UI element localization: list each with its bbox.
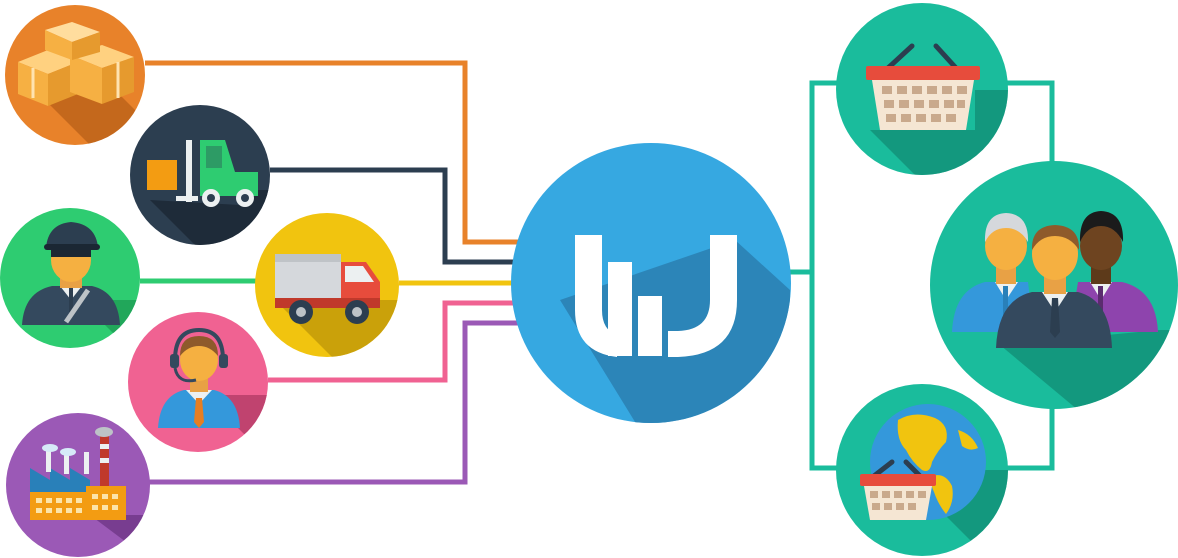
connector-factory bbox=[148, 320, 520, 485]
node-factory bbox=[6, 413, 150, 557]
business-people-group-icon bbox=[952, 211, 1158, 348]
factory-icon bbox=[30, 427, 126, 520]
connectors bbox=[140, 60, 1055, 485]
connector-forklift bbox=[270, 167, 520, 265]
security-officer-icon bbox=[22, 222, 120, 325]
delivery-truck-icon bbox=[275, 254, 380, 324]
cardboard-boxes-icon bbox=[18, 22, 134, 106]
global-shopping-basket-icon bbox=[860, 404, 986, 520]
hub-node bbox=[511, 143, 791, 423]
connector-boxes bbox=[145, 60, 520, 245]
shopping-basket-icon bbox=[866, 43, 980, 130]
connector-agent bbox=[268, 300, 520, 383]
connector-right-rail bbox=[809, 80, 850, 471]
node-basket bbox=[836, 3, 1008, 175]
support-agent-headset-icon bbox=[158, 327, 240, 428]
node-global-shopping bbox=[836, 384, 1008, 556]
node-officer bbox=[0, 208, 140, 348]
node-people bbox=[930, 161, 1178, 409]
node-agent bbox=[128, 312, 268, 452]
w-logo-icon bbox=[575, 235, 737, 357]
connector-people bbox=[1002, 80, 1055, 165]
node-truck bbox=[255, 213, 399, 357]
connector-people-bottom bbox=[1002, 405, 1055, 471]
forklift-icon bbox=[147, 140, 258, 207]
